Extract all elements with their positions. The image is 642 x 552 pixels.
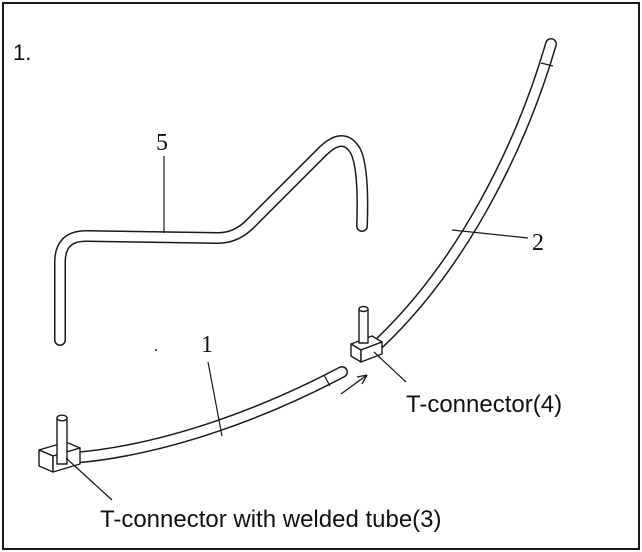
leader-line-4: [373, 351, 407, 383]
label-part-2: 2: [532, 230, 544, 256]
insertion-arrow: [340, 374, 368, 395]
step-number: 1.: [13, 40, 31, 65]
leader-line-2: [451, 229, 529, 239]
label-t-connector-welded-3: T-connector with welded tube(3): [100, 506, 442, 533]
part-2-curved-tube: [366, 38, 557, 356]
t-connector-4: [350, 305, 383, 363]
label-part-1: 1: [201, 332, 213, 358]
leader-line-3: [65, 457, 113, 501]
part-1-curved-tube: [66, 366, 348, 464]
label-part-5: 5: [156, 130, 168, 156]
stray-dot: [155, 349, 157, 351]
t-connector-welded-3: [38, 414, 81, 473]
part-5-bent-rod: [54, 135, 369, 346]
leader-line-1: [207, 361, 223, 437]
label-t-connector-4: T-connector(4): [406, 391, 562, 418]
